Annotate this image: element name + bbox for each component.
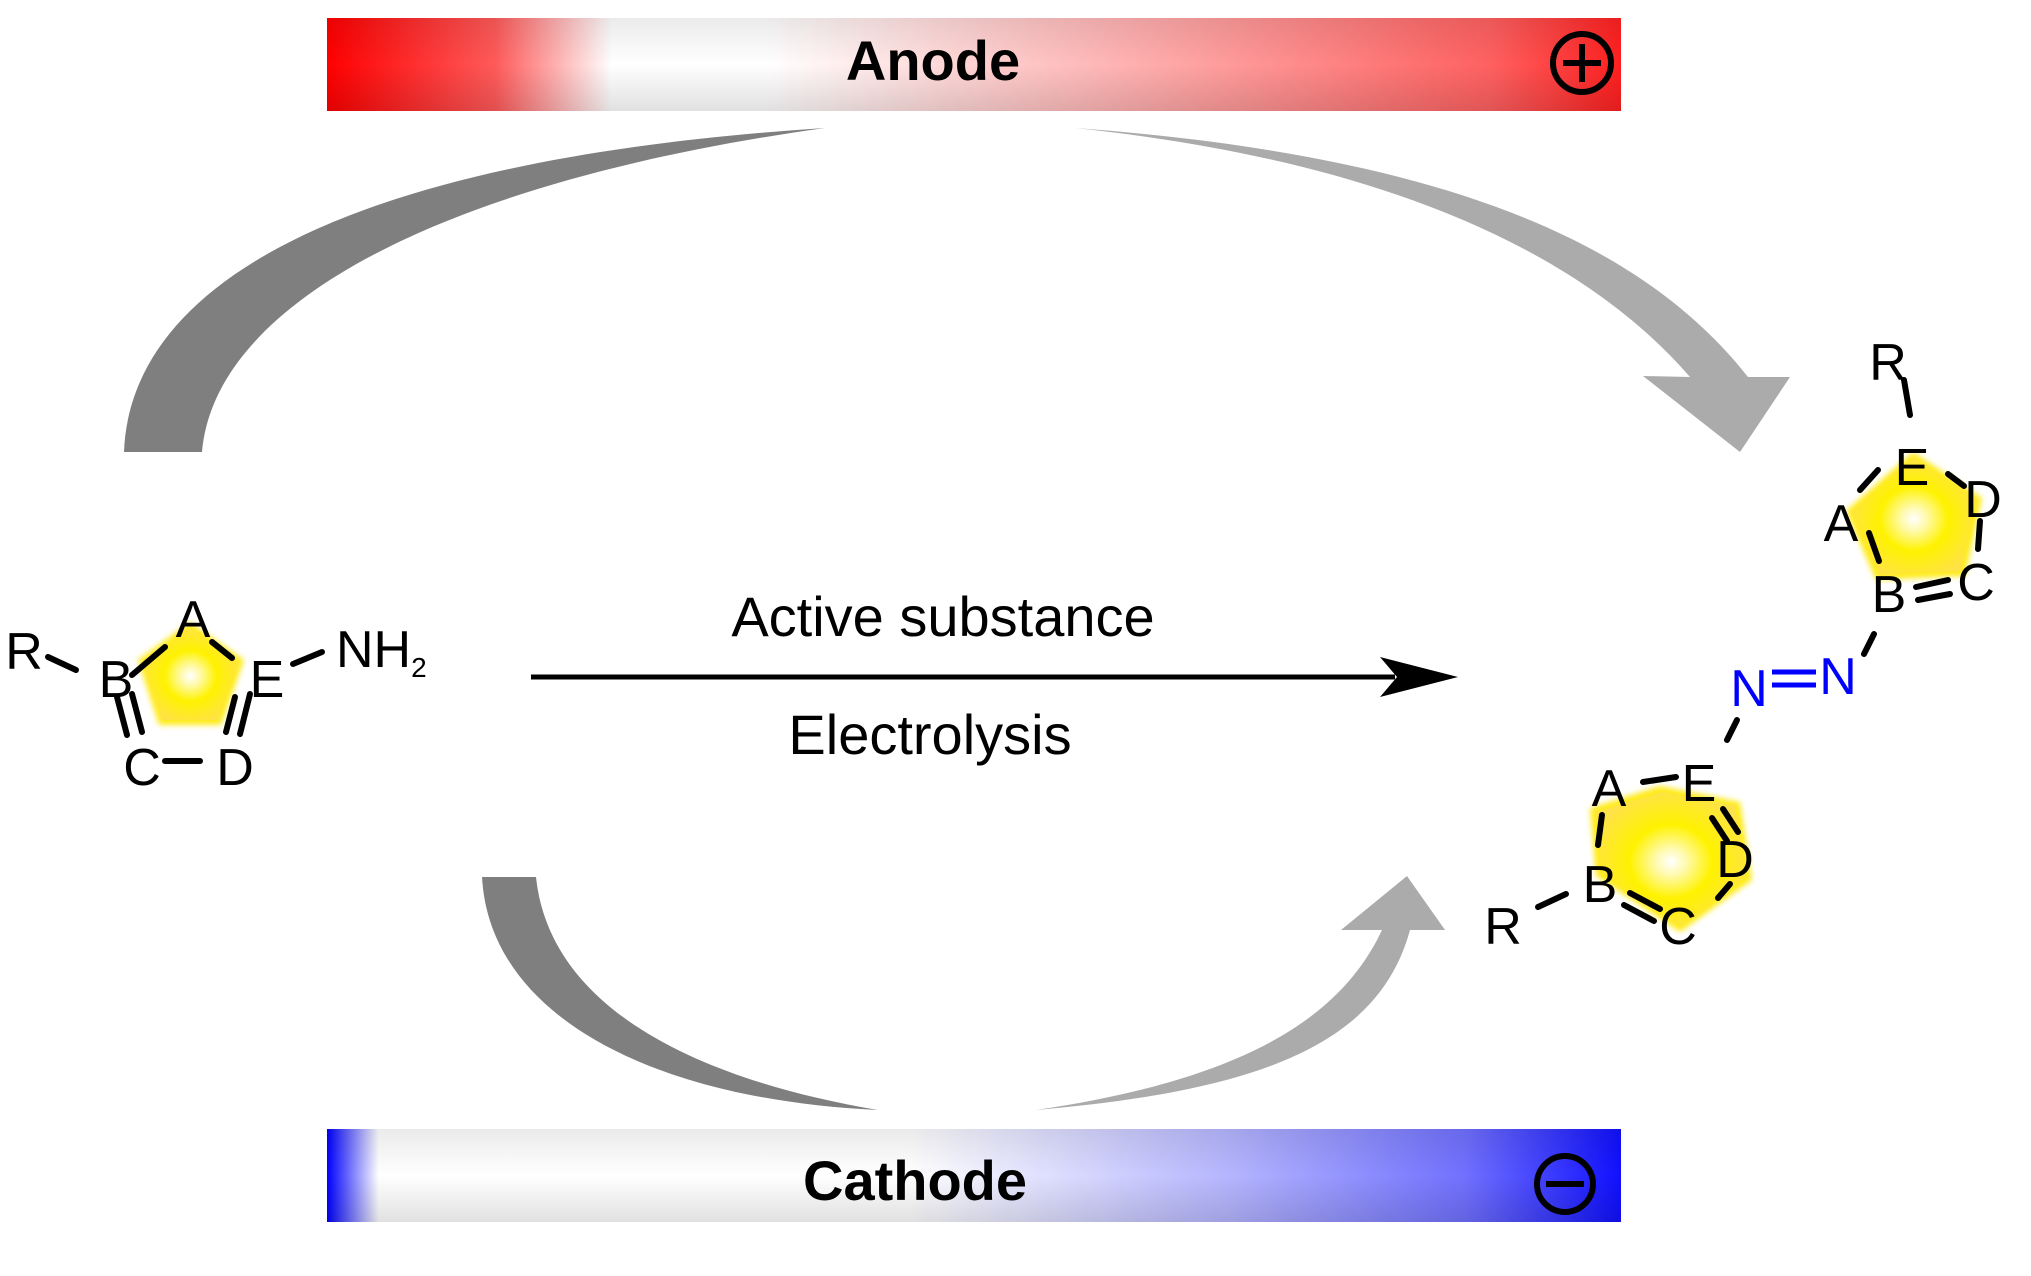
reaction-condition-electrolysis: Electrolysis xyxy=(788,703,1071,766)
product-bottom-atom-b: B xyxy=(1583,856,1618,914)
reactant-substituent-r: R xyxy=(5,623,43,681)
product-bottom-ring: A E D B C R xyxy=(1484,755,1754,956)
reaction-arrow xyxy=(531,657,1458,697)
anode-label: Anode xyxy=(846,29,1020,92)
curved-arrow-to-cathode xyxy=(482,877,878,1110)
plus-sign-icon xyxy=(1550,31,1614,95)
reactant-molecule: R A B C D E NH2 xyxy=(5,591,426,797)
reactant-atom-a: A xyxy=(176,591,211,649)
product-bottom-atom-d: D xyxy=(1716,831,1754,889)
product-top-atom-d: D xyxy=(1964,471,2002,529)
product-top-atom-e: E xyxy=(1895,439,1930,497)
product-bottom-atom-a: A xyxy=(1592,760,1627,818)
azo-linkage: N N xyxy=(1724,631,1877,743)
reaction-condition-active-substance: Active substance xyxy=(731,585,1154,648)
cathode-label: Cathode xyxy=(803,1149,1027,1212)
reactant-atom-d: D xyxy=(216,739,254,797)
product-top-atom-b: B xyxy=(1872,566,1907,624)
product-top-atom-a: A xyxy=(1824,495,1859,553)
product-top-substituent-r: R xyxy=(1869,334,1907,392)
minus-sign-icon xyxy=(1534,1153,1596,1215)
cathode-bar: Cathode xyxy=(327,1129,1621,1222)
azo-nitrogen-1: N xyxy=(1730,660,1768,718)
curved-arrow-anode-to-product xyxy=(1075,128,1790,452)
reactant-atom-b: B xyxy=(99,651,134,709)
product-bottom-substituent-r: R xyxy=(1484,898,1522,956)
product-bottom-atom-c: C xyxy=(1659,898,1697,956)
reactant-atom-c: C xyxy=(123,739,161,797)
product-top-ring: R E D A B C xyxy=(1824,334,2002,624)
reactant-atom-e: E xyxy=(250,651,285,709)
azo-nitrogen-2: N xyxy=(1819,648,1857,706)
curved-arrow-to-anode xyxy=(124,128,825,452)
anode-bar: Anode xyxy=(327,18,1621,111)
product-top-atom-c: C xyxy=(1957,554,1995,612)
product-bottom-atom-e: E xyxy=(1682,755,1717,813)
curved-arrow-cathode-to-product xyxy=(1036,876,1445,1110)
reactant-amine-group: NH2 xyxy=(336,621,427,683)
